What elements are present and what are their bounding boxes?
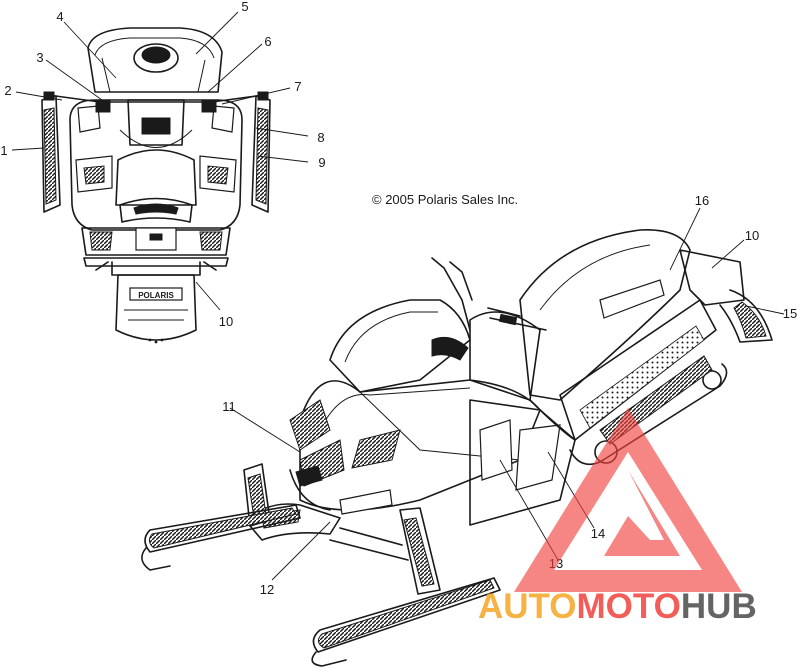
callout-6: 6 xyxy=(264,34,271,49)
watermark-moto: MOTO xyxy=(577,587,681,626)
watermark-triangle-logo xyxy=(514,408,742,592)
callout-10-side: 10 xyxy=(745,228,759,243)
callout-16: 16 xyxy=(695,193,709,208)
watermark-hub: HUB xyxy=(681,587,757,626)
callout-2: 2 xyxy=(4,83,11,98)
callout-12: 12 xyxy=(260,582,274,597)
callout-9: 9 xyxy=(318,155,325,170)
callout-10-front: 10 xyxy=(219,314,233,329)
callout-11: 11 xyxy=(222,399,236,414)
side-view-snowmobile xyxy=(141,229,773,667)
callout-4: 4 xyxy=(56,9,63,24)
callout-3: 3 xyxy=(36,50,43,65)
svg-text:AUTOMOTOHUB: AUTOMOTOHUB xyxy=(478,587,757,626)
callout-8: 8 xyxy=(317,130,324,145)
front-view-leaders xyxy=(11,11,309,311)
callout-1: 1 xyxy=(0,143,7,158)
callout-15: 15 xyxy=(783,306,797,321)
front-view-snowmobile: POLARIS xyxy=(41,27,271,344)
copyright-notice: © 2005 Polaris Sales Inc. xyxy=(372,192,518,207)
watermark-auto: AUTO xyxy=(478,587,577,626)
callout-5: 5 xyxy=(241,0,248,14)
polaris-plate-text: POLARIS xyxy=(138,291,174,300)
callout-14: 14 xyxy=(591,526,605,541)
callout-7: 7 xyxy=(294,79,301,94)
automotohub-watermark: AUTOMOTOHUB xyxy=(478,408,757,626)
